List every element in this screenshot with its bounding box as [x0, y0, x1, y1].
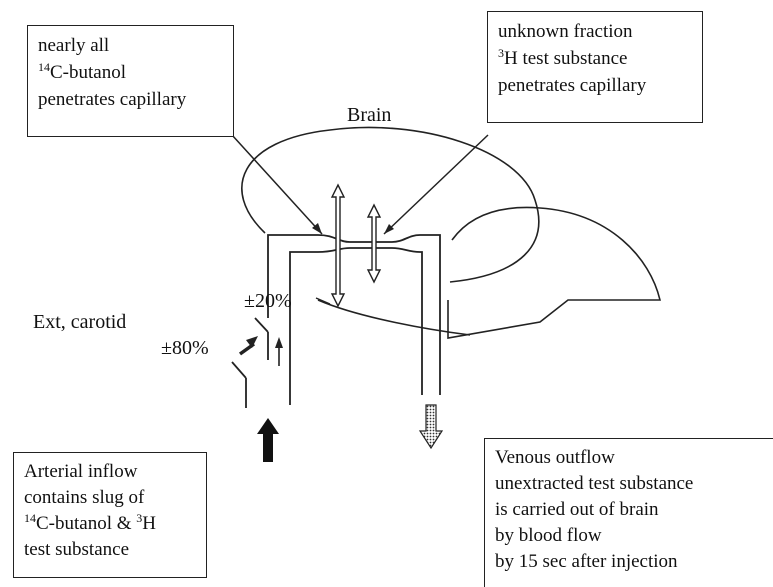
- box-arterial-inflow: Arterial inflow contains slug of 14C-but…: [13, 452, 207, 578]
- box-test-substance-penetration: unknown fraction 3H test substance penet…: [487, 11, 703, 123]
- box-line: nearly all: [38, 32, 223, 59]
- box-line: penetrates capillary: [38, 86, 223, 113]
- box-butanol-penetration: nearly all 14C-butanol penetrates capill…: [27, 25, 234, 137]
- flow-arrow-internal: [275, 337, 283, 366]
- box-line: 14C-butanol: [38, 59, 223, 86]
- pointer-left: [232, 135, 322, 234]
- pointer-right: [384, 135, 488, 234]
- pointer-20pct: [316, 298, 330, 304]
- box-line: Venous outflow: [495, 445, 763, 471]
- box-line: by blood flow: [495, 523, 763, 549]
- box-line: unextracted test substance: [495, 471, 763, 497]
- carotid-branch-wall: [232, 362, 246, 378]
- flow-arrow-carotid: [240, 336, 258, 354]
- vein-outer-wall: [420, 235, 440, 395]
- outflow-arrow: [420, 405, 442, 448]
- box-line: penetrates capillary: [498, 72, 692, 99]
- percent-80-label: ±80%: [161, 337, 209, 360]
- carotid-branch-wall-2: [255, 318, 268, 332]
- box-line: 3H test substance: [498, 45, 692, 72]
- percent-20-label: ±20%: [244, 290, 292, 313]
- box-venous-outflow: Venous outflow unextracted test substanc…: [484, 438, 773, 587]
- box-line: by 15 sec after injection: [495, 549, 763, 575]
- capillary-lower-wall: [318, 248, 420, 252]
- box-line: Arterial inflow: [24, 459, 196, 485]
- vein-inner-wall: [420, 252, 422, 395]
- inflow-arrow: [257, 418, 279, 462]
- box-line: is carried out of brain: [495, 497, 763, 523]
- box-line: 14C-butanol & 3H: [24, 511, 196, 537]
- brain-outline: [242, 127, 539, 282]
- brain-label: Brain: [347, 104, 391, 127]
- artery-inner-wall: [290, 252, 318, 405]
- double-arrow-test-substance: [368, 205, 380, 282]
- box-line: test substance: [24, 537, 196, 563]
- ext-carotid-label: Ext, carotid: [33, 311, 126, 334]
- box-line: unknown fraction: [498, 18, 692, 45]
- cerebellum-outline: [448, 207, 660, 338]
- capillary-upper-wall: [318, 235, 420, 242]
- box-line: contains slug of: [24, 485, 196, 511]
- double-arrow-butanol: [332, 185, 344, 306]
